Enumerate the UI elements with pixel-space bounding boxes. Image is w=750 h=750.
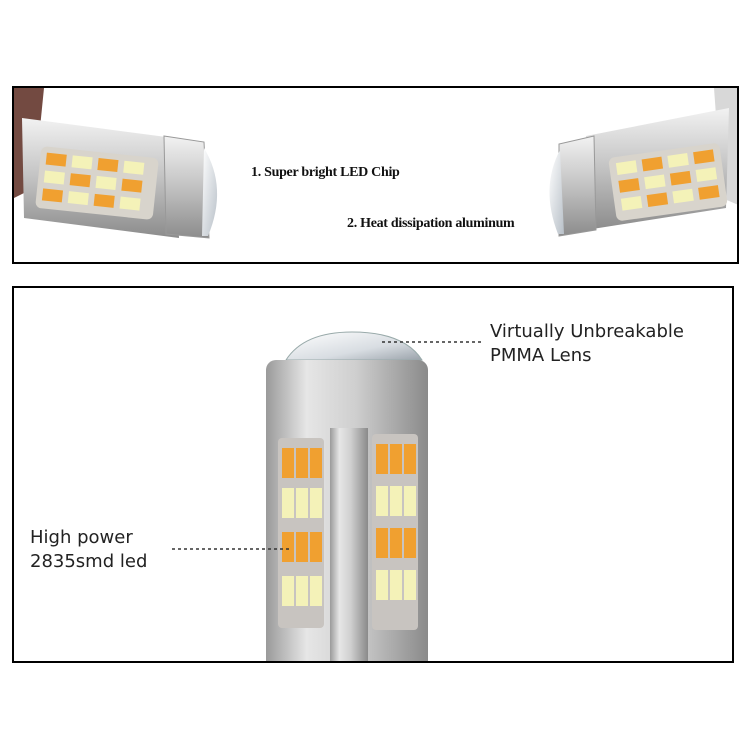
led-label-line-2: 2835smd led <box>30 551 148 572</box>
top-feature-panel: 1. Super bright LED Chip 2. Heat dissipa… <box>12 86 739 264</box>
led-label-line-1: High power <box>30 527 133 548</box>
aluminum-cap <box>266 360 428 440</box>
feature-label-led-chip: 1. Super bright LED Chip <box>251 165 400 180</box>
lens-callout-label: Virtually Unbreakable PMMA Lens <box>490 320 684 368</box>
left-bulb-image <box>14 88 218 239</box>
top-bulbs-photo <box>14 88 737 239</box>
feature-label-heat-dissipation: 2. Heat dissipation aluminum <box>347 216 515 231</box>
led-callout-label: High power 2835smd led <box>30 526 147 574</box>
pmma-lens <box>285 331 423 361</box>
aluminum-rib <box>330 428 368 661</box>
bulb-closeup-photo <box>172 331 484 661</box>
right-bulb-image <box>549 88 737 237</box>
left-led-strip <box>278 438 324 628</box>
lens-label-line-2: PMMA Lens <box>490 345 592 366</box>
lens-label-line-1: Virtually Unbreakable <box>490 321 684 342</box>
bottom-feature-panel: Virtually Unbreakable PMMA Lens High pow… <box>12 286 734 663</box>
right-led-strip <box>372 434 418 630</box>
